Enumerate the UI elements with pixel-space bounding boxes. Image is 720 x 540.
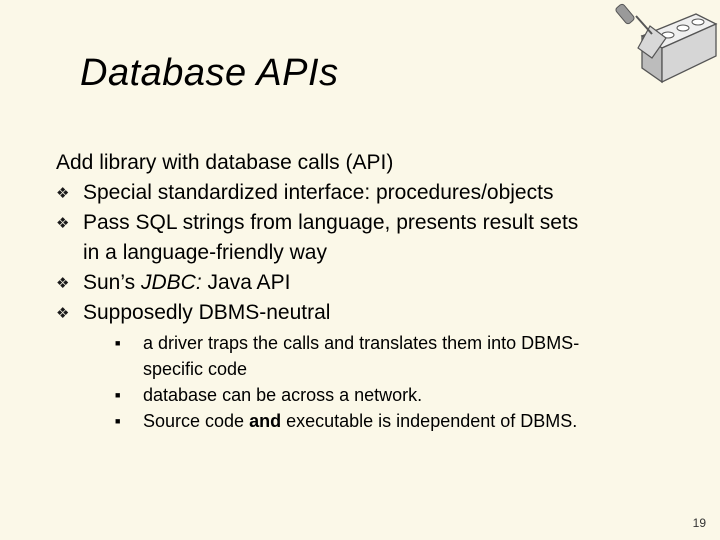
- diamond-star-icon: ❖: [56, 305, 70, 322]
- bullet-text-continued: in a language-friendly way: [83, 241, 327, 264]
- bullet-text: Supposedly DBMS-neutral: [83, 301, 331, 324]
- sub-bullet-item: ■ a driver traps the calls and translate…: [115, 330, 696, 382]
- bullet-text: Special standardized interface: procedur…: [83, 181, 554, 204]
- square-bullet-icon: ■: [115, 390, 121, 400]
- slide-body: Add library with database calls (API) ❖ …: [56, 148, 696, 434]
- bullet-item: ❖ Sun’s JDBC: Java API: [56, 268, 696, 298]
- bullet-list: ❖ Special standardized interface: proced…: [56, 178, 696, 434]
- brick-trowel-logo: [615, 3, 718, 84]
- sub-bullet-text-continued: specific code: [143, 359, 248, 379]
- bullet-item: ❖ Supposedly DBMS-neutral ■ a driver tra…: [56, 298, 696, 434]
- bullet-text-suffix: Java API: [201, 271, 291, 294]
- sub-bullet-text-bold: and: [249, 411, 282, 431]
- bullet-text-prefix: Sun’s: [83, 271, 141, 294]
- slide-title: Database APIs: [80, 52, 339, 94]
- sub-bullet-text: a driver traps the calls and translates …: [143, 333, 580, 353]
- page-number: 19: [692, 516, 706, 530]
- bullet-text-italic: JDBC:: [141, 271, 202, 294]
- sub-bullet-item: ■ database can be across a network.: [115, 382, 696, 408]
- sub-bullet-item: ■ Source code and executable is independ…: [115, 408, 696, 434]
- square-bullet-icon: ■: [115, 416, 121, 426]
- sub-bullet-text: database can be across a network.: [143, 385, 423, 405]
- bullet-text: Pass SQL strings from language, presents…: [83, 211, 579, 234]
- diamond-star-icon: ❖: [56, 215, 70, 232]
- sub-bullet-text-prefix: Source code: [143, 411, 250, 431]
- diamond-star-icon: ❖: [56, 185, 70, 202]
- bullet-item: ❖ Pass SQL strings from language, presen…: [56, 208, 696, 268]
- sub-bullet-list: ■ a driver traps the calls and translate…: [115, 330, 696, 434]
- square-bullet-icon: ■: [115, 338, 121, 348]
- bullet-item: ❖ Special standardized interface: proced…: [56, 178, 696, 208]
- sub-bullet-text-suffix: executable is independent of DBMS.: [281, 411, 578, 431]
- intro-line: Add library with database calls (API): [56, 151, 394, 174]
- diamond-star-icon: ❖: [56, 275, 70, 292]
